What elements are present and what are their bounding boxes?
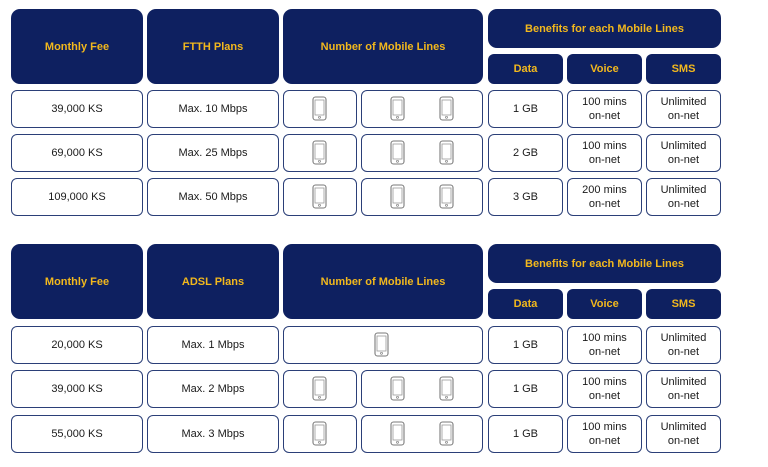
monthly-fee-cell: 55,000 KS (11, 415, 143, 453)
mobile-phone-icon (312, 184, 327, 209)
sms-cell: Unlimited on-net (646, 415, 721, 453)
data-cell: 1 GB (488, 415, 563, 453)
speed-cell: Max. 3 Mbps (147, 415, 279, 453)
mobile-lines-cell-a (283, 134, 357, 172)
data-cell: 1 GB (488, 90, 563, 128)
mobile-phone-icon (390, 140, 405, 165)
speed-cell: Max. 1 Mbps (147, 326, 279, 364)
sms-cell: Unlimited on-net (646, 326, 721, 364)
voice-cell: 100 mins on-net (567, 370, 642, 408)
monthly-fee-cell: 20,000 KS (11, 326, 143, 364)
mobile-phone-icon (439, 376, 454, 401)
mobile-lines-cell-b (361, 178, 483, 216)
header-monthly-fee: Monthly Fee (11, 244, 143, 319)
sms-cell: Unlimited on-net (646, 90, 721, 128)
header-voice: Voice (567, 289, 642, 319)
data-cell: 1 GB (488, 326, 563, 364)
header-sms: SMS (646, 289, 721, 319)
header-monthly-fee: Monthly Fee (11, 9, 143, 84)
mobile-lines-cell-b (361, 134, 483, 172)
data-cell: 1 GB (488, 370, 563, 408)
speed-cell: Max. 50 Mbps (147, 178, 279, 216)
voice-cell: 200 mins on-net (567, 178, 642, 216)
mobile-lines-cell-b (361, 415, 483, 453)
header-voice: Voice (567, 54, 642, 84)
mobile-phone-icon (390, 421, 405, 446)
mobile-phone-icon (439, 140, 454, 165)
header-mobile-lines: Number of Mobile Lines (283, 9, 483, 84)
mobile-phone-icon (312, 421, 327, 446)
mobile-phone-icon (390, 96, 405, 121)
mobile-lines-cell-a (283, 178, 357, 216)
speed-cell: Max. 2 Mbps (147, 370, 279, 408)
sms-cell: Unlimited on-net (646, 134, 721, 172)
sms-cell: Unlimited on-net (646, 178, 721, 216)
voice-cell: 100 mins on-net (567, 415, 642, 453)
mobile-lines-cell-a (283, 370, 357, 408)
voice-cell: 100 mins on-net (567, 90, 642, 128)
voice-cell: 100 mins on-net (567, 326, 642, 364)
monthly-fee-cell: 39,000 KS (11, 370, 143, 408)
header-benefits: Benefits for each Mobile Lines (488, 244, 721, 283)
data-cell: 2 GB (488, 134, 563, 172)
header-benefits: Benefits for each Mobile Lines (488, 9, 721, 48)
mobile-phone-icon (312, 140, 327, 165)
monthly-fee-cell: 39,000 KS (11, 90, 143, 128)
data-cell: 3 GB (488, 178, 563, 216)
mobile-phone-icon (312, 96, 327, 121)
mobile-lines-cell-a (283, 90, 357, 128)
mobile-phone-icon (390, 376, 405, 401)
voice-cell: 100 mins on-net (567, 134, 642, 172)
header-data: Data (488, 289, 563, 319)
mobile-lines-cell-a (283, 415, 357, 453)
speed-cell: Max. 10 Mbps (147, 90, 279, 128)
mobile-phone-icon (439, 421, 454, 446)
mobile-phone-icon (390, 184, 405, 209)
header-mobile-lines: Number of Mobile Lines (283, 244, 483, 319)
mobile-phone-icon (439, 184, 454, 209)
header-plans: ADSL Plans (147, 244, 279, 319)
speed-cell: Max. 25 Mbps (147, 134, 279, 172)
mobile-phone-icon (374, 332, 389, 357)
header-sms: SMS (646, 54, 721, 84)
monthly-fee-cell: 69,000 KS (11, 134, 143, 172)
monthly-fee-cell: 109,000 KS (11, 178, 143, 216)
mobile-lines-cell-b (361, 370, 483, 408)
mobile-lines-cell (283, 326, 483, 364)
mobile-lines-cell-b (361, 90, 483, 128)
mobile-phone-icon (439, 96, 454, 121)
header-data: Data (488, 54, 563, 84)
sms-cell: Unlimited on-net (646, 370, 721, 408)
mobile-phone-icon (312, 376, 327, 401)
header-plans: FTTH Plans (147, 9, 279, 84)
